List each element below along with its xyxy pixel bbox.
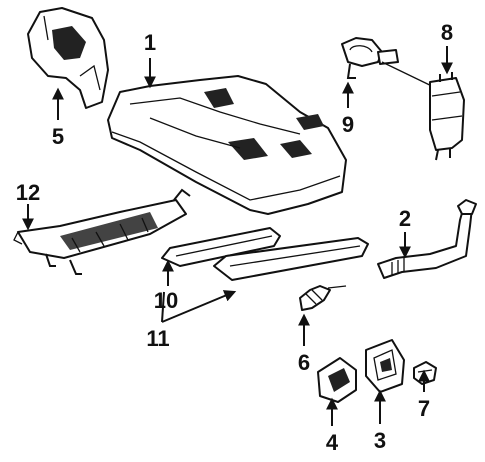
callout-9: 9 xyxy=(342,112,354,137)
part-sending-unit xyxy=(317,357,357,403)
callout-11: 11 xyxy=(146,326,169,351)
callout-7: 7 xyxy=(418,396,430,421)
part-hose xyxy=(299,285,347,311)
callout-5: 5 xyxy=(52,124,64,149)
part-fuel-filter xyxy=(429,72,465,161)
leader-lines xyxy=(22,46,453,426)
callout-12: 12 xyxy=(16,180,40,205)
callout-4: 4 xyxy=(326,430,339,455)
part-strap-lower xyxy=(213,237,369,281)
callout-6: 6 xyxy=(298,350,310,375)
part-fuel-tank xyxy=(107,75,347,215)
callout-labels: 1 2 3 4 5 6 7 8 9 10 11 12 xyxy=(16,20,453,455)
callout-3: 3 xyxy=(374,428,386,453)
part-heat-shield xyxy=(13,188,191,275)
part-bracket xyxy=(27,7,109,109)
part-clamp xyxy=(341,37,441,91)
part-strap-upper xyxy=(161,227,281,267)
part-gasket xyxy=(365,339,405,393)
callout-8: 8 xyxy=(441,20,453,45)
callout-10: 10 xyxy=(154,288,178,313)
part-filler-neck xyxy=(377,199,477,279)
callout-1: 1 xyxy=(144,30,156,55)
callout-2: 2 xyxy=(399,206,411,231)
